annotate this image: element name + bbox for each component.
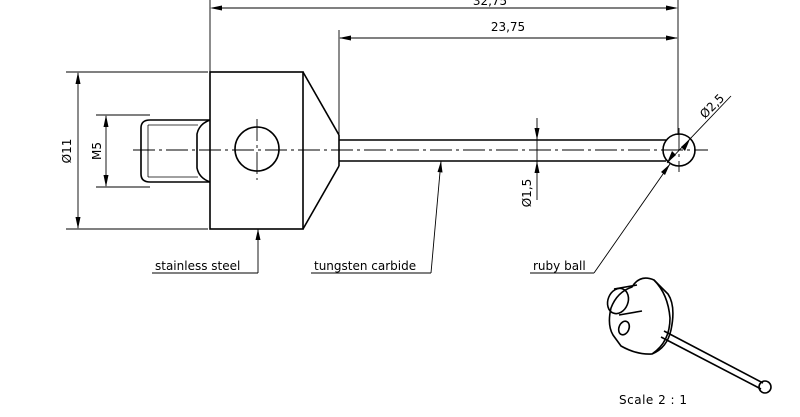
body-diameter-dimension: Ø11: [60, 71, 208, 230]
stem-length-label: 23,75: [491, 20, 525, 34]
material-label-stem: tungsten carbide: [314, 259, 416, 273]
overall-length-dimension: 32,75: [209, 0, 679, 135]
scale-note: Scale 2 : 1: [619, 393, 688, 407]
isometric-view: [606, 277, 772, 394]
stem-diameter-dimension: Ø1,5: [520, 118, 540, 207]
threaded-shank: [140, 119, 211, 183]
material-label-body: stainless steel: [155, 259, 240, 273]
steel-body: [209, 71, 340, 230]
body-diameter-label: Ø11: [60, 139, 74, 164]
thread-dimension: M5: [90, 114, 150, 188]
overall-length-label: 32,75: [473, 0, 507, 8]
ball-diameter-label: Ø2,5: [697, 91, 727, 121]
material-leader-ball: ruby ball: [530, 163, 671, 274]
material-label-ball: ruby ball: [533, 259, 586, 273]
ball-diameter-dimension: Ø2,5: [666, 91, 732, 164]
stem-length-dimension: 23,75: [338, 20, 678, 135]
carbide-stem: [339, 139, 666, 162]
material-leader-stem: tungsten carbide: [311, 160, 443, 274]
thread-label: M5: [90, 142, 104, 160]
iso-cross-hole: [617, 320, 631, 336]
stem-diameter-label: Ø1,5: [520, 179, 534, 208]
material-leader-body: stainless steel: [152, 229, 261, 274]
